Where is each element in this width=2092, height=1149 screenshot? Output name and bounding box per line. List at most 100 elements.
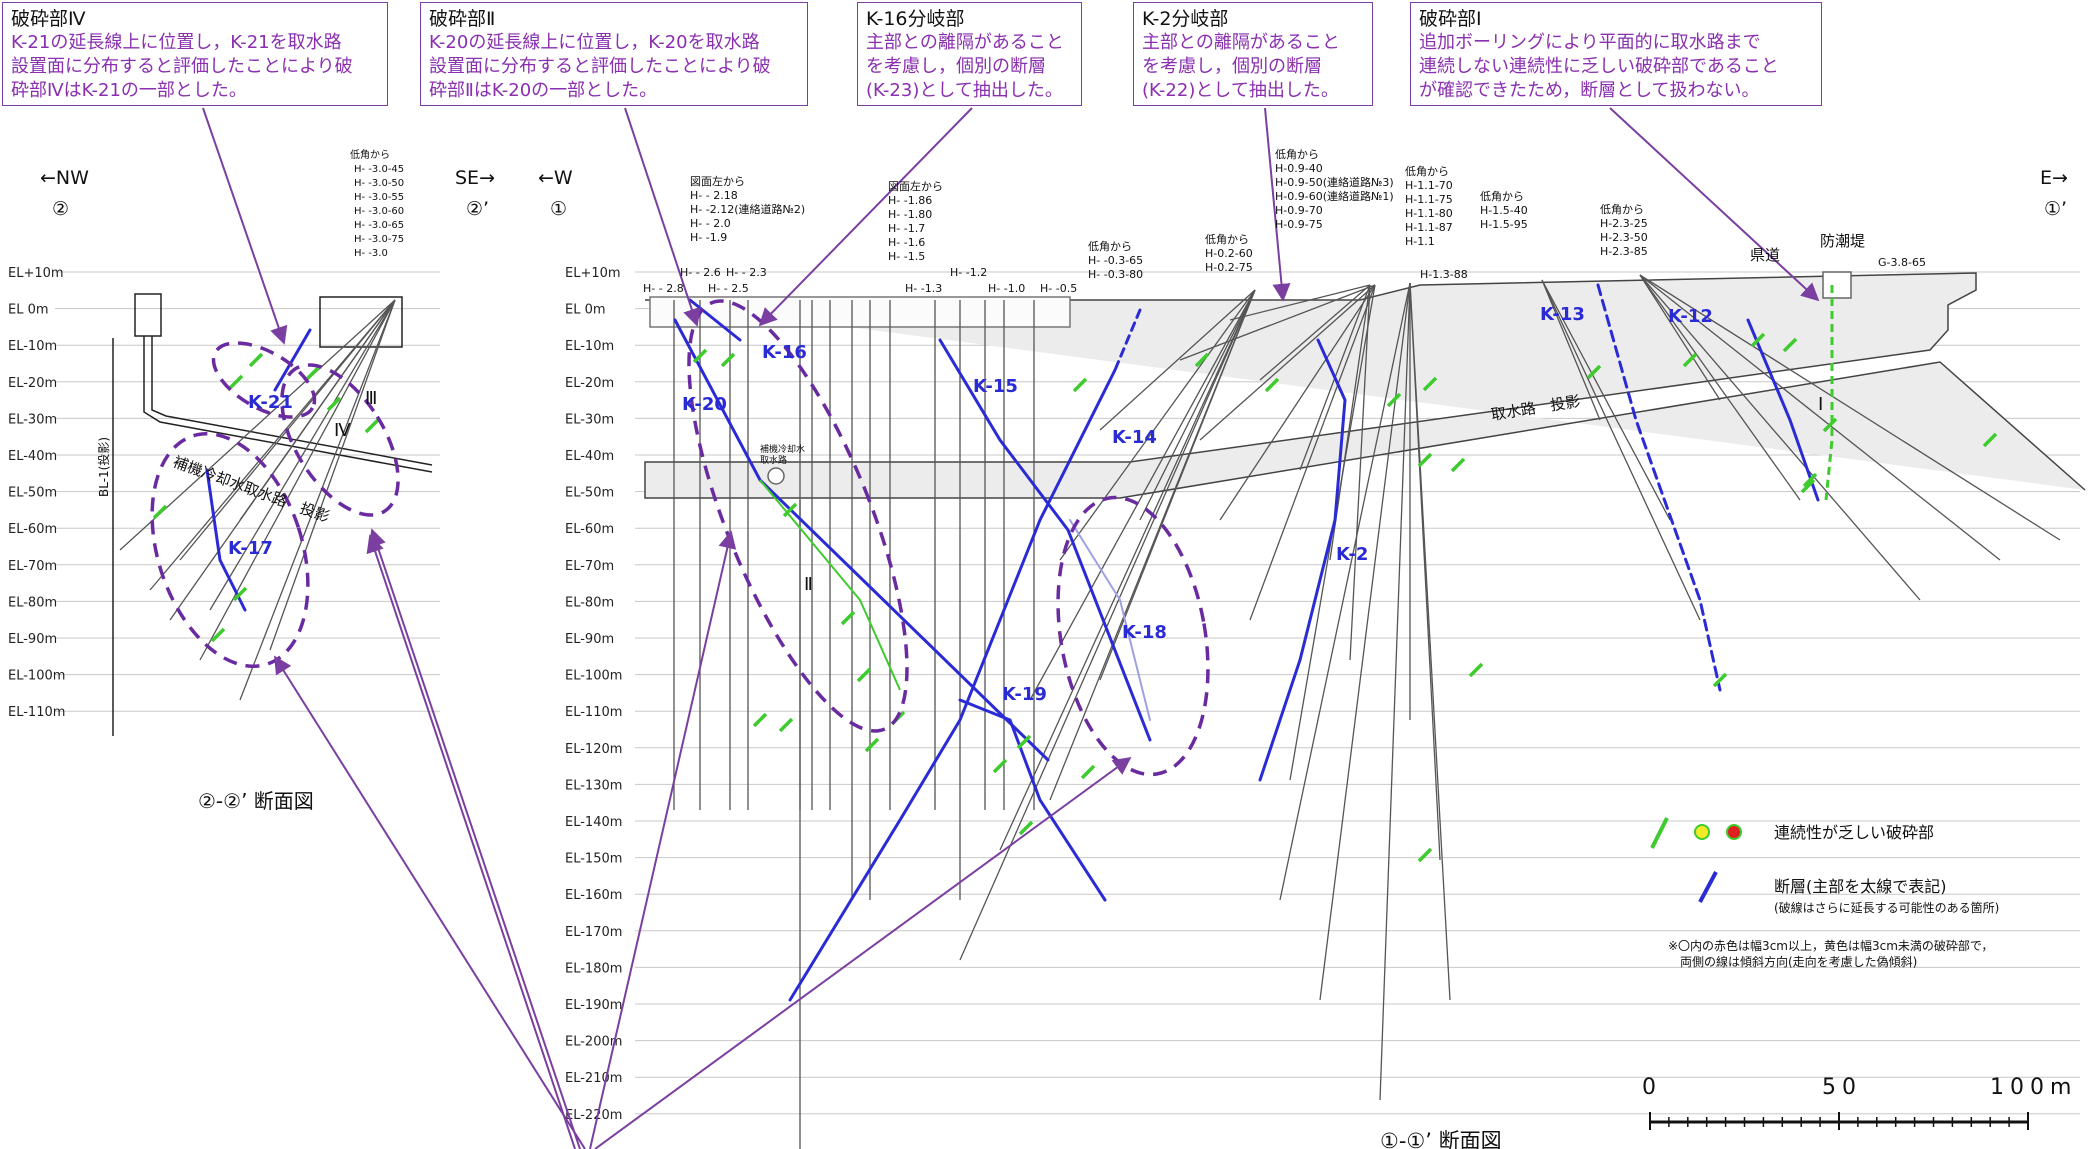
borehole-line <box>1029 289 1256 701</box>
legend-red-circle <box>1726 824 1742 840</box>
borehole-label: H- -1.86 <box>888 194 932 207</box>
fracture-mark <box>304 366 320 382</box>
s2-borehole-line <box>269 299 396 651</box>
s1-elev-label: EL-40m <box>565 449 614 464</box>
arrow-bottom-2 <box>368 528 581 1149</box>
fault-label: K-2 <box>1336 544 1368 565</box>
s2-elev-label: EL 0m <box>8 303 49 318</box>
arrow-bottom-4 <box>589 530 737 1149</box>
s2-channel-label: 補機冷却水取水路 投影 <box>171 453 332 526</box>
note-title: K-2分岐部 <box>1142 8 1229 30</box>
note-body: K-20の延長線上に位置し，K-20を取水路 設置面に分布すると評価したことによ… <box>429 32 771 101</box>
borehole-line <box>1219 284 1376 521</box>
note-title: K-16分岐部 <box>866 8 965 30</box>
s2-dir-left: ←NW <box>40 167 89 189</box>
borehole-line <box>1279 282 1411 901</box>
s2-elev-label: EL+10m <box>8 266 64 281</box>
section2-title: ②-②’ 断面図 <box>198 789 314 813</box>
road-label: 県道 <box>1750 246 1780 264</box>
s2-low-angle-value: H- -3.0-55 <box>354 192 404 203</box>
s2-borehole-line <box>209 299 396 611</box>
fracture-mark <box>1386 392 1402 408</box>
fracture-mark <box>364 418 380 434</box>
arrow-bottom-1 <box>366 534 576 1149</box>
fault-line <box>273 328 312 392</box>
section2-channel-bottom <box>151 336 433 466</box>
borehole-label: H-0.9-40 <box>1275 162 1323 175</box>
fracture-mark <box>152 504 168 520</box>
fracture-mark <box>1682 352 1698 368</box>
s1-elev-label: EL-220m <box>565 1108 622 1123</box>
legend-note-2: 両側の線は傾斜方向(走向を考慮した偽傾斜) <box>1680 954 1917 969</box>
s1-dir-right-num: ①’ <box>2044 198 2067 220</box>
fracture-mark <box>1016 734 1032 750</box>
zone-label-i: Ⅰ <box>1818 394 1823 415</box>
fracture-mark <box>1018 820 1034 836</box>
fracture-mark <box>1468 662 1484 678</box>
legend-yellow-circle <box>1694 824 1710 840</box>
borehole-line <box>1099 289 1256 431</box>
s2-projection-label: BL-1(投影) <box>96 437 111 497</box>
fault-line <box>938 338 1152 742</box>
s1-elev-label: EL-10m <box>565 339 614 354</box>
fracture-mark <box>1822 417 1838 433</box>
s1-elev-label: EL-80m <box>565 595 614 610</box>
fracture-mark <box>228 374 244 390</box>
borehole-label: H- -1.6 <box>888 236 925 249</box>
borehole-group-head: 低角から <box>1405 165 1449 178</box>
note-body: K-21の延長線上に位置し，K-21を取水路 設置面に分布すると評価したことによ… <box>11 32 353 101</box>
s1-elev-label: EL-100m <box>565 669 622 684</box>
note-box-zone-i: 破砕部Ⅰ 追加ボーリングにより平面的に取水路まで 連続しない連続性に乏しい破砕部… <box>1410 2 1822 106</box>
borehole-label: H- -1.5 <box>888 250 925 263</box>
fracture-mark <box>1264 377 1280 393</box>
s2-elev-label: EL-100m <box>8 669 65 684</box>
s2-elev-label: EL-40m <box>8 449 57 464</box>
borehole-line <box>1639 274 1721 401</box>
s2-elev-label: EL-70m <box>8 559 57 574</box>
borehole-group-head: 低角から <box>1600 203 1644 216</box>
borehole-label: H-0.2-60 <box>1205 247 1253 260</box>
borehole-line <box>999 289 1256 851</box>
aux-intake-circle <box>767 467 785 485</box>
s1-elev-label: EL-170m <box>565 925 622 940</box>
fault-label: K-16 <box>762 342 807 363</box>
fracture-mark <box>1194 352 1210 368</box>
fracture-mark <box>840 610 856 626</box>
borehole-line <box>1229 284 1371 321</box>
s1-elev-label: EL 0m <box>565 303 606 318</box>
arrow-bottom-3 <box>274 655 586 1149</box>
borehole-label: H- - 2.0 <box>690 217 731 230</box>
zone-k21-ellipse <box>211 341 317 419</box>
fault-line <box>205 468 247 612</box>
s2-low-angle-value: H- -3.0-50 <box>354 178 404 189</box>
fault-label: K-13 <box>1540 304 1585 325</box>
arrow-bottom-5 <box>594 756 1132 1149</box>
borehole-line <box>1541 279 1671 521</box>
g-label: G-3.8-65 <box>1878 256 1926 269</box>
s1-elev-label: EL-50m <box>565 486 614 501</box>
s2-elev-label: EL-90m <box>8 632 57 647</box>
borehole-label: H- -2.12(連絡道路№2) <box>690 202 805 216</box>
surface-hole-label: H- -1.0 <box>988 282 1025 295</box>
fracture-mark <box>856 667 872 683</box>
note-title: 破砕部Ⅰ <box>1419 8 1482 30</box>
fault-label: K-18 <box>1122 622 1167 643</box>
s1-elev-label: EL-90m <box>565 632 614 647</box>
s2-borehole-line <box>239 299 396 521</box>
s2-elev-label: EL-80m <box>8 595 57 610</box>
fault-label-k17: K-17 <box>228 538 273 559</box>
scale-label-100: 100m <box>1990 1075 2077 1100</box>
s2-elev-label: EL-30m <box>8 412 57 427</box>
s2-elev-label: EL-50m <box>8 486 57 501</box>
fault-label: K-12 <box>1668 306 1713 327</box>
fracture-mark <box>326 396 342 412</box>
s2-borehole-line <box>149 299 396 591</box>
fracture-mark <box>692 348 708 364</box>
borehole-line <box>1139 289 1256 521</box>
borehole-line <box>1059 289 1256 561</box>
note-title: 破砕部Ⅳ <box>11 8 86 30</box>
seawall-label: 防潮堤 <box>1820 232 1865 250</box>
fracture-mark <box>1782 337 1798 353</box>
fracture-mark <box>1450 457 1466 473</box>
arrow-k2-branch <box>1264 107 1291 302</box>
